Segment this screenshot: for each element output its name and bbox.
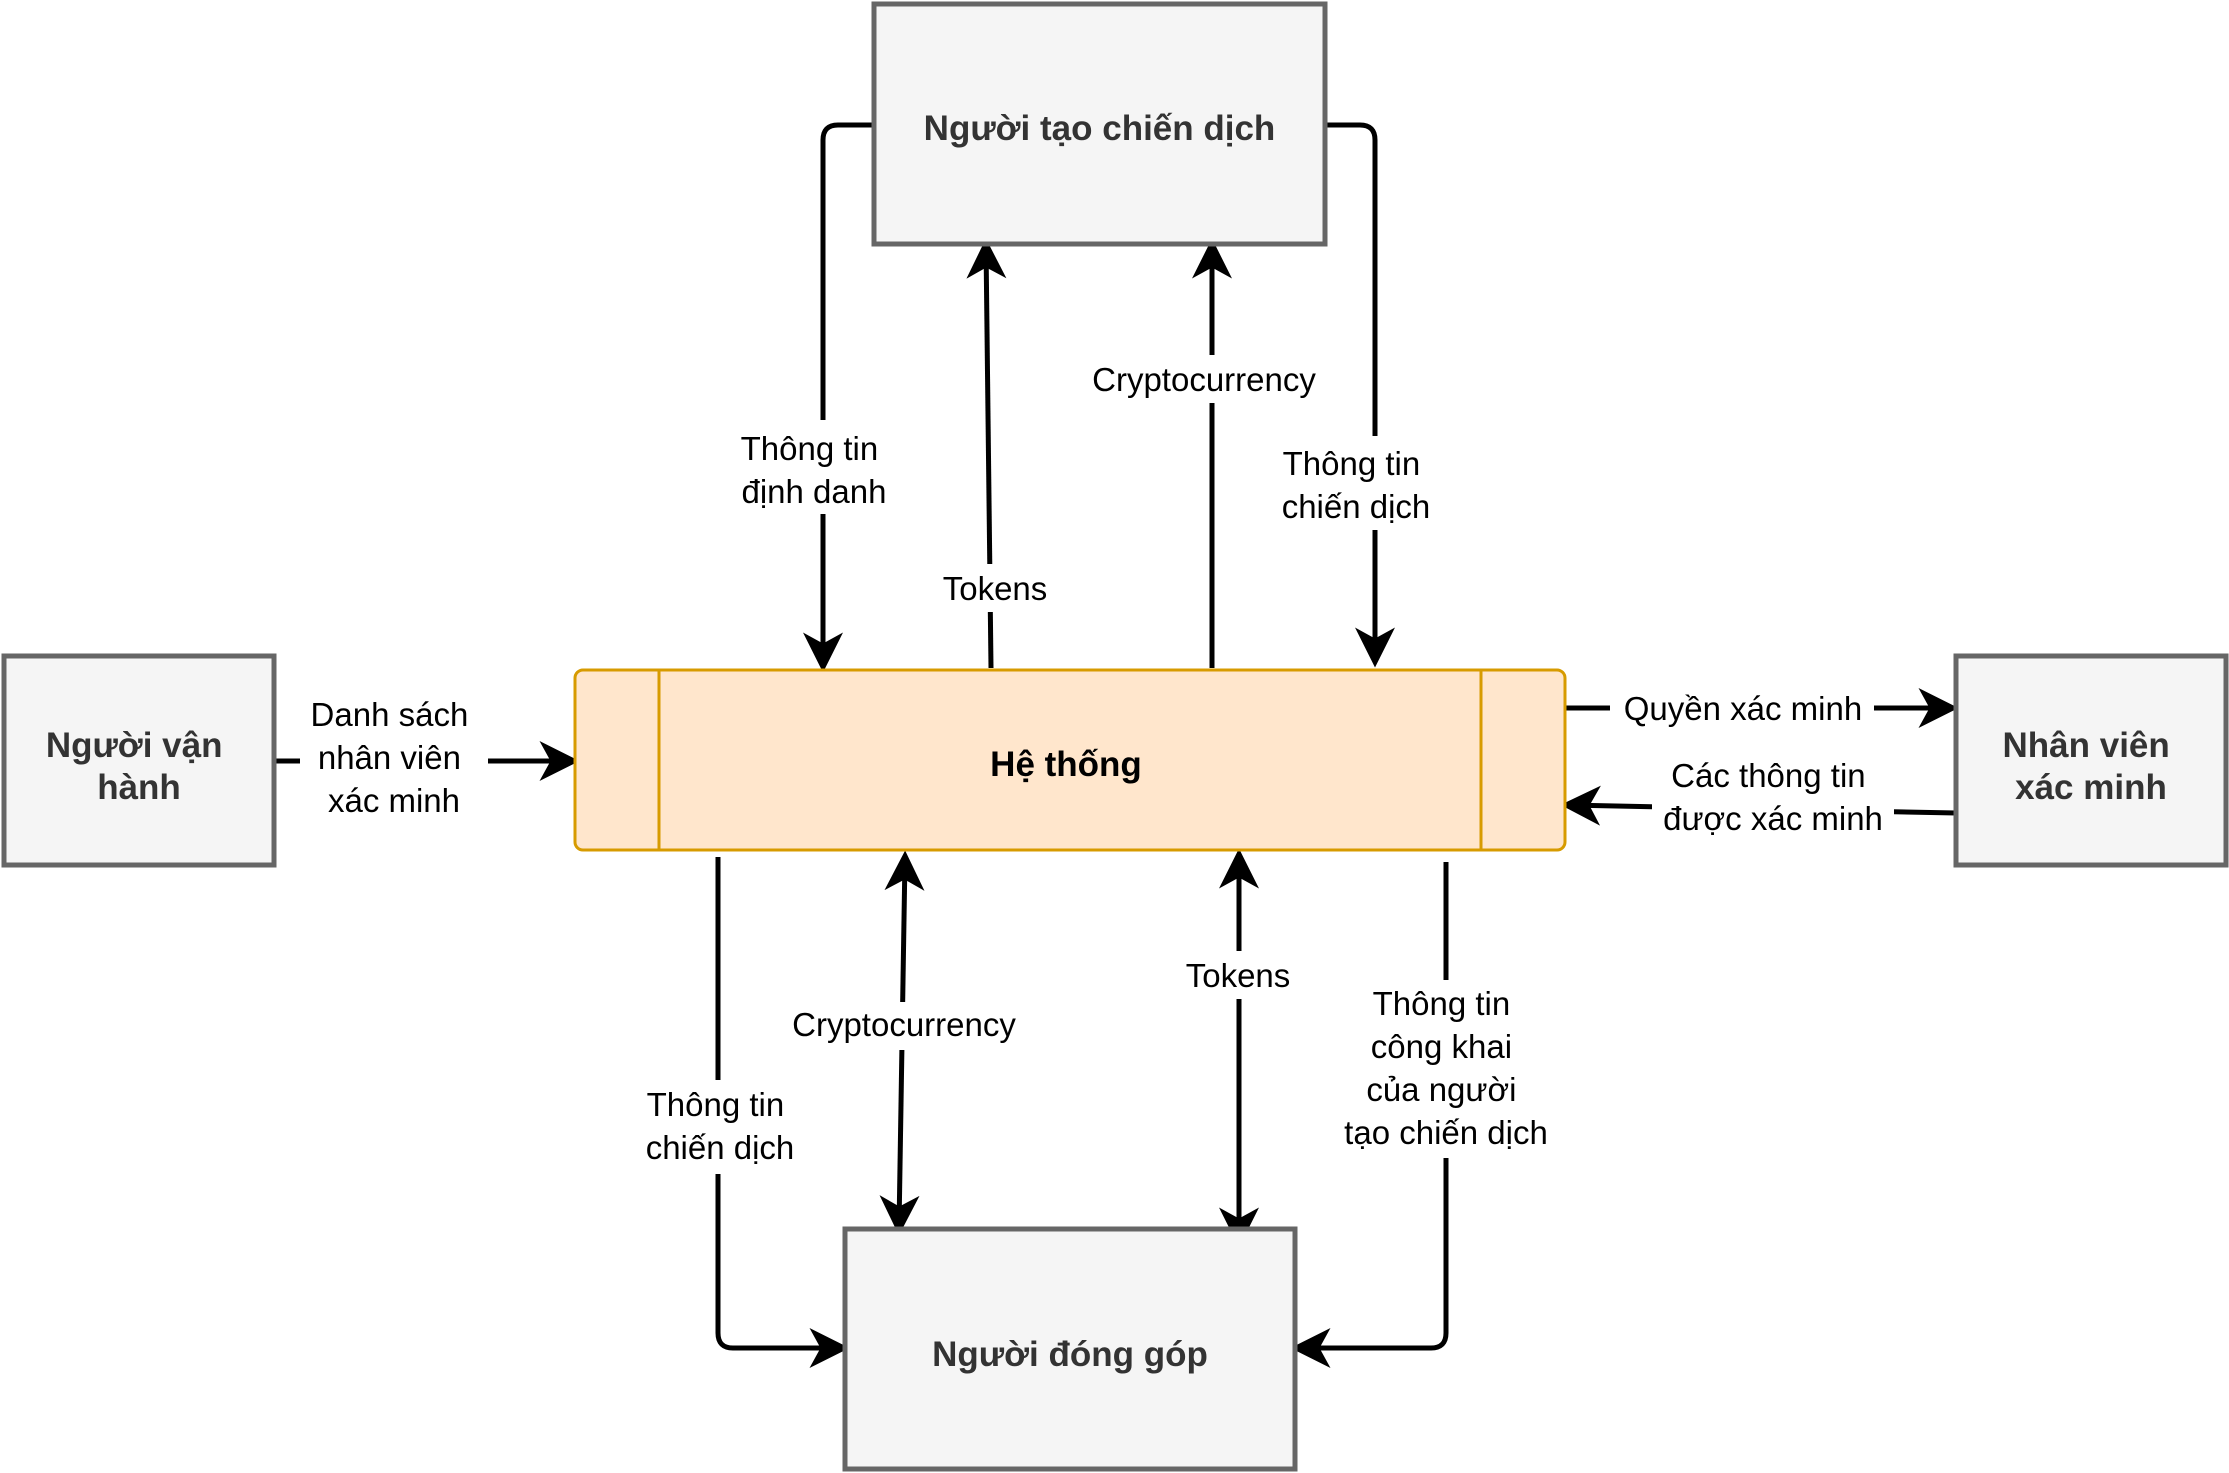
flow-crypto-to-creator-label: Cryptocurrency [1092, 361, 1316, 398]
flow-campaign-info-from-creator-line [1325, 122, 1395, 668]
flow-creator-public-info-line [1290, 862, 1449, 1368]
entity-operator: Người vận hành [1, 653, 277, 868]
system-label: Hệ thống [990, 745, 1142, 784]
flow-tokens-contributor-label: Tokens [1186, 957, 1291, 994]
entity-verifier: Nhân viên xác minh [1953, 653, 2229, 868]
flow-verified-info-label: Các thông tin được xác minh [1663, 757, 1883, 837]
campaign-creator-label: Người tạo chiến dịch [924, 109, 1276, 148]
entity-campaign-creator: Người tạo chiến dịch [871, 1, 1328, 247]
verifier-label: Nhân viên xác minh [2003, 726, 2180, 807]
flow-identity-info-label: Thông tin định danh [741, 430, 888, 510]
flow-campaign-info-to-contributor-line [715, 857, 850, 1368]
flow-crypto-contributor-label: Cryptocurrency [792, 1006, 1016, 1043]
flow-creator-public-info-label: Thông tin công khai của người tạo chiến … [1344, 985, 1548, 1151]
flow-verifier-list-label: Danh sách nhân viên xác minh [311, 696, 478, 819]
flow-campaign-info-to-contributor-label: Thông tin chiến dịch [646, 1086, 795, 1166]
flow-labels: Thông tin định danh Tokens Cryptocurrenc… [300, 355, 1894, 1174]
flow-identity-info-line [803, 122, 874, 673]
system-process: Hệ thống [573, 668, 1567, 852]
flow-tokens-to-creator-label: Tokens [943, 570, 1048, 607]
flow-campaign-info-from-creator-label: Thông tin chiến dịch [1282, 445, 1431, 525]
contributor-label: Người đóng góp [932, 1335, 1208, 1374]
operator-label: Người vận hành [46, 726, 232, 807]
entity-contributor: Người đóng góp [842, 1226, 1298, 1472]
flow-verify-permission-label: Quyền xác minh [1624, 690, 1862, 727]
